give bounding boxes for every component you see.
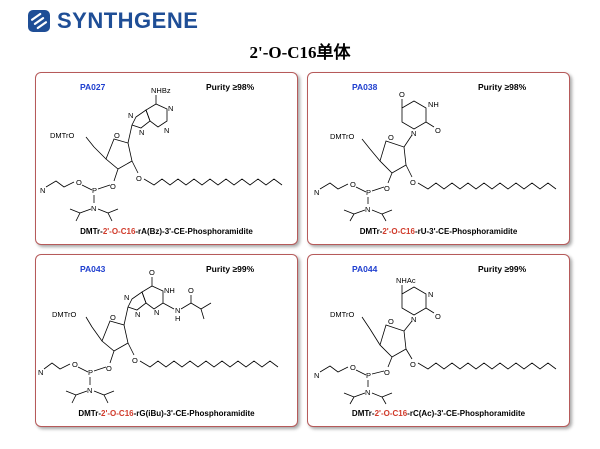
- ring-oxygen: O: [110, 313, 116, 322]
- atom-n3: N: [135, 310, 140, 319]
- synthgene-logo-icon: [28, 10, 50, 32]
- nitrile-n: N: [314, 371, 319, 380]
- amine-n: N: [91, 204, 96, 213]
- atom-n1: N: [411, 129, 416, 138]
- o4-label: O: [350, 180, 356, 189]
- atom-n3: N: [164, 126, 169, 135]
- purity-label: Purity ≥99%: [206, 264, 255, 274]
- atom-n1: N: [128, 111, 133, 120]
- phosphorus-label: P: [88, 368, 93, 377]
- o2-label: O: [132, 356, 138, 365]
- product-code: PA044: [352, 264, 378, 274]
- product-code: PA043: [80, 264, 106, 274]
- atom-n2: N: [428, 290, 433, 299]
- product-card-pa043: PA043 Purity ≥99% O NH N H O N N N O DMT…: [35, 254, 298, 427]
- structure-rA-Bz: NHBz N N N N O DMTrO O O P O N N: [40, 86, 283, 222]
- o4-label: O: [72, 360, 78, 369]
- o3-label: O: [106, 364, 112, 373]
- purity-label: Purity ≥99%: [478, 264, 527, 274]
- nh-label: NH: [164, 286, 175, 295]
- product-code: PA038: [352, 82, 378, 92]
- brand-logo: SYNTHGENE: [27, 8, 198, 34]
- structure-rU: O NH O N O DMTrO O O P O N N: [314, 90, 557, 222]
- nitrile-n: N: [38, 368, 43, 377]
- brand-name: SYNTHGENE: [57, 8, 199, 33]
- phosphorus-label: P: [366, 188, 371, 197]
- product-name: DMTr-2'-O-C16-rA(Bz)-3'-CE-Phosphoramidi…: [80, 227, 253, 236]
- o4-label: O: [350, 363, 356, 372]
- product-card-pa038: PA038 Purity ≥98% O NH O N O DMTrO O O P…: [307, 72, 570, 245]
- substituent-label: NHBz: [151, 86, 171, 95]
- o3-label: O: [110, 182, 116, 191]
- phosphorus-label: P: [92, 186, 97, 195]
- substituent-label: O: [149, 268, 155, 277]
- structure-rC-Ac: NHAc N O N O DMTrO O O P O N N: [314, 276, 557, 405]
- dmtr-label: DMTrO: [330, 310, 354, 319]
- o2-label: O: [410, 360, 416, 369]
- ibu-oxygen: O: [188, 286, 194, 295]
- product-card-pa044: PA044 Purity ≥99% NHAc N O N O DMTrO O O…: [307, 254, 570, 427]
- o4-label: O: [76, 178, 82, 187]
- product-name: DMTr-2'-O-C16-rC(Ac)-3'-CE-Phosphoramidi…: [351, 409, 526, 418]
- amide-n: N: [175, 306, 180, 315]
- structure-rG-iBu: O NH N H O N N N O DMTrO O O P O N N: [38, 268, 279, 404]
- nitrile-n: N: [314, 188, 319, 197]
- substituent-label: O: [399, 90, 405, 99]
- product-code: PA027: [80, 82, 106, 92]
- o3-label: O: [384, 368, 390, 377]
- o2-label: O: [136, 174, 142, 183]
- dmtr-label: DMTrO: [52, 310, 76, 319]
- atom-n4: N: [139, 128, 144, 137]
- dmtr-label: DMTrO: [330, 132, 354, 141]
- purity-label: Purity ≥98%: [206, 82, 255, 92]
- purity-label: Purity ≥98%: [478, 82, 527, 92]
- carbonyl-o: O: [435, 312, 441, 321]
- atom-n2: N: [168, 104, 173, 113]
- ring-oxygen: O: [388, 317, 394, 326]
- o2-label: O: [410, 178, 416, 187]
- amine-n: N: [365, 388, 370, 397]
- atom-n2: N: [154, 308, 159, 317]
- product-card-pa027: PA027 Purity ≥98% NHBz N N N N O DMTrO O…: [35, 72, 298, 245]
- product-name: DMTr-2'-O-C16-rU-3'-CE-Phosphoramidite: [359, 227, 518, 236]
- page-title: 2'-O-C16单体: [249, 43, 351, 62]
- o3-label: O: [384, 184, 390, 193]
- atom-n1: N: [411, 315, 416, 324]
- phosphorus-label: P: [366, 371, 371, 380]
- carbonyl-o: O: [435, 126, 441, 135]
- atom-n1: N: [124, 293, 129, 302]
- nh-label: NH: [428, 100, 439, 109]
- amine-n: N: [365, 205, 370, 214]
- ring-oxygen: O: [388, 133, 394, 142]
- nitrile-n: N: [40, 186, 45, 195]
- ring-oxygen: O: [114, 131, 120, 140]
- amine-n: N: [87, 386, 92, 395]
- substituent-label: NHAc: [396, 276, 416, 285]
- product-name: DMTr-2'-O-C16-rG(iBu)-3'-CE-Phosphoramid…: [78, 409, 255, 418]
- dmtr-label: DMTrO: [50, 131, 74, 140]
- amide-h: H: [175, 314, 180, 323]
